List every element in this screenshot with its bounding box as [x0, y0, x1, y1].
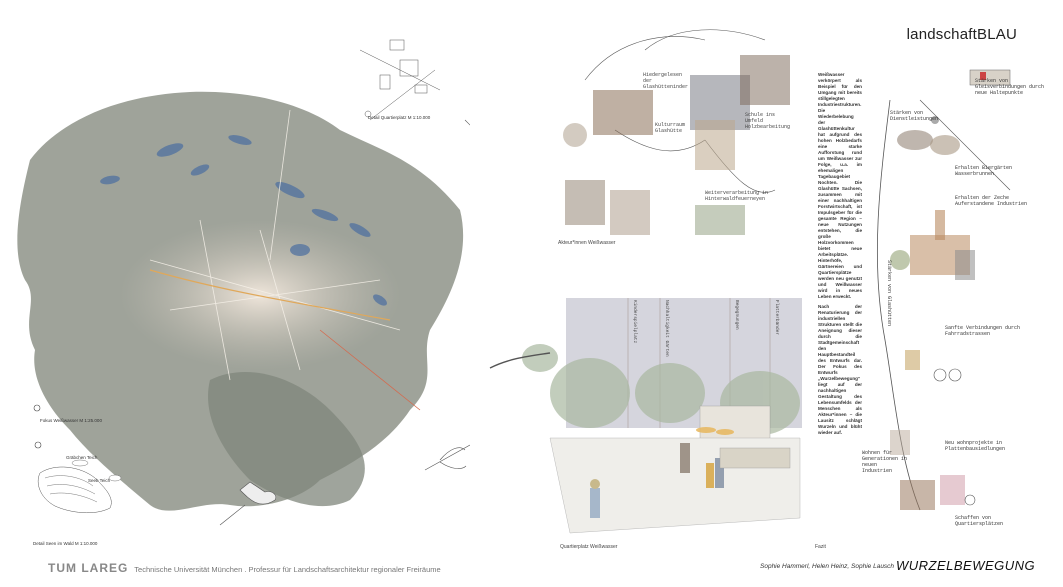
strategy-sketch-panel: Stärken von Gleisverbindungen durch neue…: [860, 60, 1060, 550]
overview-map: [17, 39, 506, 526]
north-arrow-icon: [33, 404, 41, 412]
strategy-label: Stärken von Gleisverbindungen durch neue…: [975, 78, 1045, 96]
quarter-detail-map: [359, 39, 441, 121]
perspective-annotation: Kinderspielplatz: [632, 300, 637, 344]
factory-sketch: [593, 90, 653, 135]
footer-institution: TUM LAREG Technische Universität München…: [48, 561, 441, 575]
sketch-label: Kulturraum Glashütte: [655, 122, 686, 134]
lake-label: Seeb Teich: [88, 478, 111, 483]
bench-sketch: [719, 447, 791, 469]
dragonfly-sketch-icon: [424, 444, 471, 471]
worker-figure-sketch: [695, 120, 735, 170]
institution-text: Technische Universität München . Profess…: [134, 565, 441, 574]
furnace-sketch: [740, 55, 790, 105]
grasshopper-sketch-icon: [464, 119, 506, 146]
train-stop-sketch: [969, 69, 1011, 86]
authors: Sophie Hammerl, Helen Heinz, Sophie Laus…: [760, 563, 895, 570]
project-title: WURZELBEWEGUNG: [896, 558, 1036, 573]
wood-pile-sketch: [695, 205, 745, 235]
map-panel: Detail Quartierplatz M 1:10.000 Fokus We…: [0, 0, 506, 550]
lake-caption: Detail Seen im Wald M 1:10.000: [33, 541, 98, 546]
animals-sketch: [897, 116, 960, 155]
strategy-label: Stärken von Glashütten: [886, 260, 892, 327]
industrial-sketch: [890, 210, 975, 280]
houses-sketch: [890, 430, 976, 510]
elder-figure-sketch: [563, 123, 587, 147]
strategy-label: Erhalten Biergärten Wasserbrunnen: [955, 165, 1013, 177]
strategy-label: Wohnen für Generationen in neuen Industr…: [862, 450, 908, 474]
strategy-label: Erhalten der Zeche Auferstandene Industr…: [955, 195, 1028, 207]
perspective-panel: Quartierplatz Weißwasser Fazit Kinderspi…: [480, 298, 826, 550]
branch-sketch: [489, 352, 551, 369]
wooden-tower-sketch: [565, 180, 605, 225]
perspective-annotation: Flatterbänder: [774, 300, 779, 336]
brand-title: landschaftBLAU: [906, 26, 1017, 43]
lake-label: Gräbchen Teich: [66, 455, 98, 460]
strategy-label: Sanfte Verbindungen durch Fahrradstrasse…: [945, 325, 1021, 337]
strategy-label: Stärken von Dienstleistungen: [890, 110, 939, 122]
sketch-label: Hiedergelesen der Glashütteninder: [643, 72, 689, 90]
sketch-label: Weiterverarbeitung in Hinterwaldfeuerney…: [705, 190, 769, 202]
perspective-caption: Quartierplatz Weißwasser: [560, 544, 618, 550]
sketch-label: Schule ins Umfeld Holzbearbeitung: [745, 112, 791, 130]
actors-caption: Akteur*innen Weißwasser: [558, 240, 616, 246]
actors-sketch-panel: Akteur*innen Weißwasser Hiedergelesen de…: [555, 20, 815, 250]
perspective-caption-right: Fazit: [815, 544, 826, 550]
description-paragraph: Nach der Renaturierung der industriellen…: [818, 304, 862, 435]
bird-sketch-icon: [219, 481, 277, 526]
quarter-caption: Detail Quartierplatz M 1:10.000: [368, 115, 431, 120]
description-column: Weißwasser verkörpert als Beispiel für d…: [818, 72, 862, 436]
overview-caption: Fokus Weißwasser M 1:25.000: [40, 418, 102, 423]
perspective-annotation: Nachhaltigkeit Gärten: [664, 300, 669, 357]
strategy-label: Schaffen von Quartiersplätzen: [955, 515, 1004, 527]
perspective-annotation: Begegnungen: [734, 300, 739, 330]
description-paragraph: Weißwasser verkörpert als Beispiel für d…: [818, 72, 862, 299]
strategy-label: Neu wohnprojekte in Plattenbausiedlungen: [945, 440, 1006, 452]
tum-lareg-logo: TUM LAREG: [48, 561, 129, 575]
cyclist-sketch: [905, 350, 962, 382]
family-sketch: [610, 190, 650, 235]
people-sketch: [590, 443, 724, 518]
lake-detail-map: [34, 441, 122, 513]
